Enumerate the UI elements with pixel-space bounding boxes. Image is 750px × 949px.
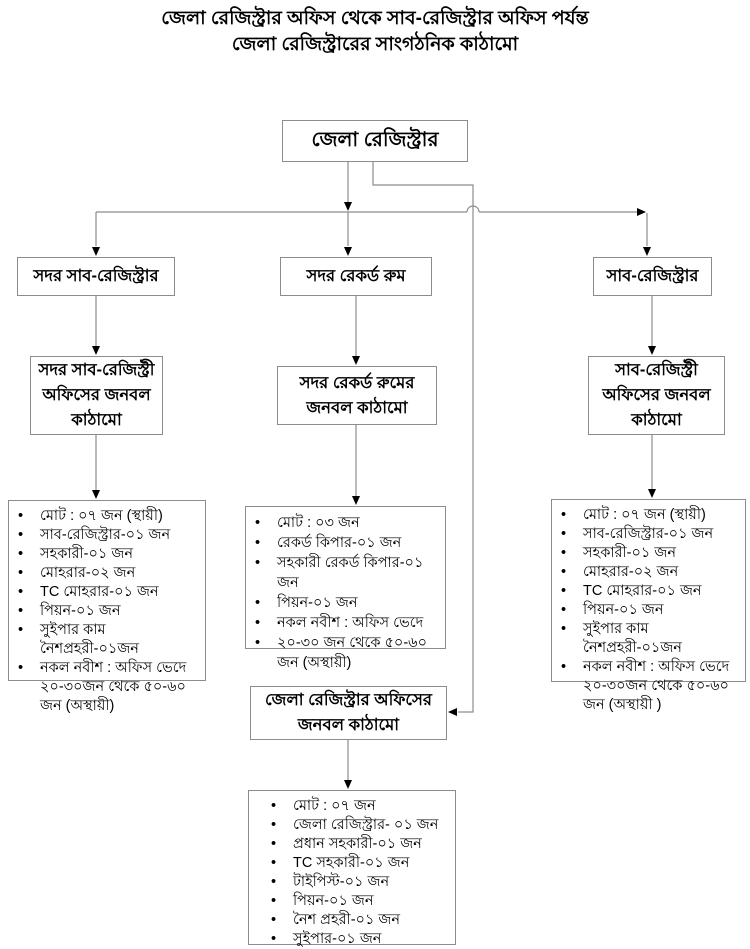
node-sub-registrar: সাব-রেজিস্ট্রার — [593, 257, 712, 296]
list-item: •সুইপার কাম নৈশপ্রহরী-০১জন — [561, 621, 682, 656]
bullet-icon: • — [561, 659, 567, 675]
bullet-icon: • — [271, 893, 277, 909]
list-item: •প্রধান সহকারী-০১ জন — [271, 836, 422, 852]
bullet-icon: • — [561, 545, 567, 561]
staff-list: •মোট : ০৭ জন (স্থায়ী) •সাব-রেজিস্ট্রার-… — [13, 507, 201, 716]
node-sadar-record-room: সদর রেকর্ড রুম — [280, 257, 432, 296]
bullet-icon: • — [561, 507, 567, 523]
arrow-down-icon — [648, 489, 656, 498]
page-title: জেলা রেজিস্ট্রার অফিস থেকে সাব-রেজিস্ট্র… — [0, 6, 750, 58]
bullet-icon: • — [18, 603, 24, 619]
node-sadar-sub-registrar: সদর সাব-রেজিস্ট্রার — [17, 257, 175, 296]
arrow-right-icon — [637, 208, 646, 216]
list-item: •পিয়ন-০১ জন — [561, 602, 664, 618]
arrow-down-icon — [92, 490, 100, 499]
bullet-icon: • — [561, 526, 567, 542]
bullet-icon: • — [271, 874, 277, 890]
bullet-icon: • — [561, 602, 567, 618]
staff-list: •মোট : ০৩ জন •রেকর্ড কিপার-০১ জন •সহকারী… — [250, 513, 441, 673]
bullet-icon: • — [255, 535, 261, 551]
arrow-down-icon — [344, 202, 352, 211]
arrow-down-icon — [648, 346, 656, 355]
bullet-icon: • — [561, 564, 567, 580]
list-item: •সাব-রেজিস্ট্রার-০১ জন — [561, 526, 714, 542]
staff-list-sub-registry: •মোট : ০৭ জন (স্থায়ী) •সাব-রেজিস্ট্রার-… — [551, 499, 746, 713]
list-item: •রেকর্ড কিপার-০১ জন — [255, 535, 402, 551]
list-item: •নকল নবীশ : অফিস ভেদে ২০-৩০জন থেকে ৫০-৬০… — [18, 660, 187, 714]
arrow-down-icon — [344, 247, 352, 256]
title-line-1: জেলা রেজিস্ট্রার অফিস থেকে সাব-রেজিস্ট্র… — [161, 8, 589, 29]
bullet-icon: • — [18, 508, 24, 524]
staff-list: •মোট : ০৭ জন (স্থায়ী) •সাব-রেজিস্ট্রার-… — [556, 506, 741, 715]
list-item: •TC সহকারী-০১ জন — [271, 855, 410, 871]
list-item: •পিয়ন-০১ জন — [255, 595, 358, 611]
list-item: •TC মোহরার-০১ জন — [561, 583, 702, 599]
list-item: •পিয়ন-০১ জন — [18, 603, 121, 619]
bullet-icon: • — [18, 584, 24, 600]
bullet-icon: • — [18, 622, 24, 638]
arrow-left-icon — [448, 708, 457, 716]
staff-list-district-registrar-office: •মোট : ০৭ জন •জেলা রেজিস্ট্রার- ০১ জন •প… — [248, 790, 456, 947]
list-item: •মোহরার-০২ জন — [18, 565, 136, 581]
list-item: •মোট : ০৭ জন (স্থায়ী) — [18, 508, 163, 524]
bullet-icon: • — [255, 555, 261, 571]
bullet-icon: • — [255, 635, 261, 651]
bullet-icon: • — [18, 546, 24, 562]
node-sub-registry-office-staff: সাব-রেজিস্ট্রী অফিসের জনবল কাঠামো — [588, 356, 725, 435]
connector — [372, 161, 474, 713]
bullet-icon: • — [271, 817, 277, 833]
bullet-icon: • — [271, 931, 277, 947]
list-item: •মোট : ০৩ জন — [255, 515, 360, 531]
bullet-icon: • — [18, 660, 24, 676]
list-item: •সহকারী-০১ জন — [561, 545, 676, 561]
bullet-icon: • — [271, 836, 277, 852]
list-item: •মোহরার-০২ জন — [561, 564, 679, 580]
list-item: •২০-৩০ জন থেকে ৫০-৬০ জন (অস্থায়ী) — [255, 635, 428, 671]
list-item: •সুইপার-০১ জন — [271, 931, 382, 947]
bullet-icon: • — [561, 583, 567, 599]
list-item: •টাইপিস্ট-০১ জন — [271, 874, 390, 890]
list-item: •TC মোহরার-০১ জন — [18, 584, 159, 600]
arrow-down-icon — [352, 496, 360, 505]
arrow-down-icon — [92, 346, 100, 355]
bullet-icon: • — [561, 621, 567, 637]
node-sadar-record-room-staff: সদর রেকর্ড রুমের জনবল কাঠামো — [277, 366, 437, 425]
bullet-icon: • — [255, 595, 261, 611]
list-item: •নৈশ প্রহরী-০১ জন — [271, 912, 401, 928]
title-line-2: জেলা রেজিস্ট্রারের সাংগঠনিক কাঠামো — [231, 34, 519, 55]
node-sadar-sub-registry-office-staff: সদর সাব-রেজিস্ট্রী অফিসের জনবল কাঠামো — [30, 356, 163, 435]
list-item: •নকল নবীশ : অফিস ভেদে ২০-৩০জন থেকে ৫০-৬০… — [561, 659, 730, 713]
bullet-icon: • — [271, 798, 277, 814]
staff-list-sadar-record-room: •মোট : ০৩ জন •রেকর্ড কিপার-০১ জন •সহকারী… — [245, 506, 446, 671]
connector-hop — [466, 205, 480, 213]
list-item: •মোট : ০৭ জন — [271, 798, 376, 814]
node-district-registrar: জেলা রেজিস্ট্রার — [282, 120, 468, 162]
list-item: •সুইপার কাম নৈশপ্রহরী-০১জন — [18, 622, 139, 657]
bullet-icon: • — [271, 912, 277, 928]
connector-lines — [95, 161, 653, 780]
list-item: •নকল নবীশ : অফিস ভেদে — [255, 615, 424, 631]
list-item: •সাব-রেজিস্ট্রার-০১ জন — [18, 527, 171, 543]
arrow-down-icon — [344, 780, 352, 789]
node-district-registrar-office-staff: জেলা রেজিস্ট্রার অফিসের জনবল কাঠামো — [250, 686, 447, 740]
arrow-down-icon — [352, 356, 360, 365]
list-item: •সহকারী-০১ জন — [18, 546, 133, 562]
connector-arrowheads — [92, 202, 656, 789]
staff-list-sadar-sub-registry: •মোট : ০৭ জন (স্থায়ী) •সাব-রেজিস্ট্রার-… — [8, 500, 206, 714]
bullet-icon: • — [255, 515, 261, 531]
list-item: •সহকারী রেকর্ড কিপার-০১ জন — [255, 555, 424, 591]
arrow-down-icon — [643, 247, 651, 256]
bullet-icon: • — [18, 527, 24, 543]
bullet-icon: • — [18, 565, 24, 581]
staff-list: •মোট : ০৭ জন •জেলা রেজিস্ট্রার- ০১ জন •প… — [253, 797, 451, 949]
list-item: •পিয়ন-০১ জন — [271, 893, 374, 909]
bullet-icon: • — [255, 615, 261, 631]
list-item: •জেলা রেজিস্ট্রার- ০১ জন — [271, 817, 439, 833]
list-item: •মোট : ০৭ জন (স্থায়ী) — [561, 507, 706, 523]
bullet-icon: • — [271, 855, 277, 871]
arrow-down-icon — [92, 247, 100, 256]
